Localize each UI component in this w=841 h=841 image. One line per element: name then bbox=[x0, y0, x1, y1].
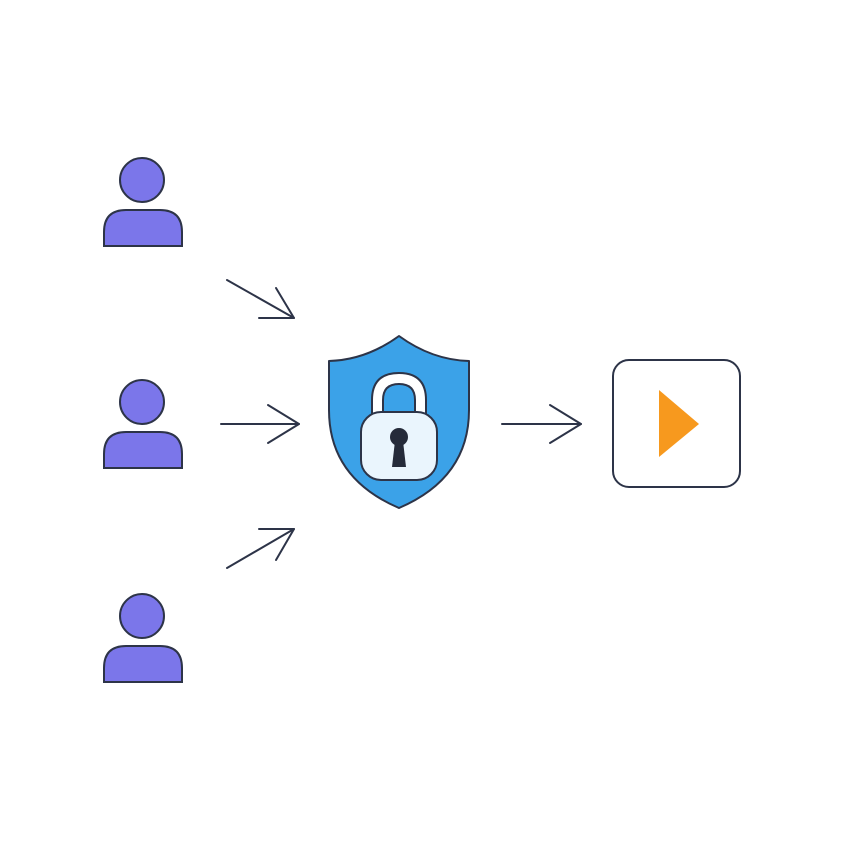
user-body bbox=[103, 645, 183, 683]
arrow-icon bbox=[226, 528, 295, 569]
keyhole-icon bbox=[390, 428, 408, 467]
shield-lock-icon bbox=[328, 335, 470, 509]
user-icon bbox=[103, 379, 183, 469]
user-icon bbox=[103, 593, 183, 683]
user-body bbox=[103, 431, 183, 469]
keyhole-top bbox=[390, 428, 408, 446]
arrow-head bbox=[267, 404, 300, 444]
keyhole-slot bbox=[392, 441, 406, 467]
arrow-shaft bbox=[226, 528, 295, 569]
arrow-shaft bbox=[226, 279, 295, 319]
arrow-head bbox=[549, 404, 582, 444]
arrow-icon bbox=[220, 404, 300, 444]
arrow-head bbox=[258, 287, 295, 319]
destination-box bbox=[612, 359, 741, 488]
user-head bbox=[119, 157, 165, 203]
arrow-icon bbox=[226, 279, 295, 319]
arrow-head bbox=[258, 528, 295, 561]
user-head bbox=[119, 379, 165, 425]
user-icon bbox=[103, 157, 183, 247]
play-icon bbox=[659, 390, 699, 457]
arrow-icon bbox=[501, 404, 582, 444]
user-body bbox=[103, 209, 183, 247]
user-head bbox=[119, 593, 165, 639]
